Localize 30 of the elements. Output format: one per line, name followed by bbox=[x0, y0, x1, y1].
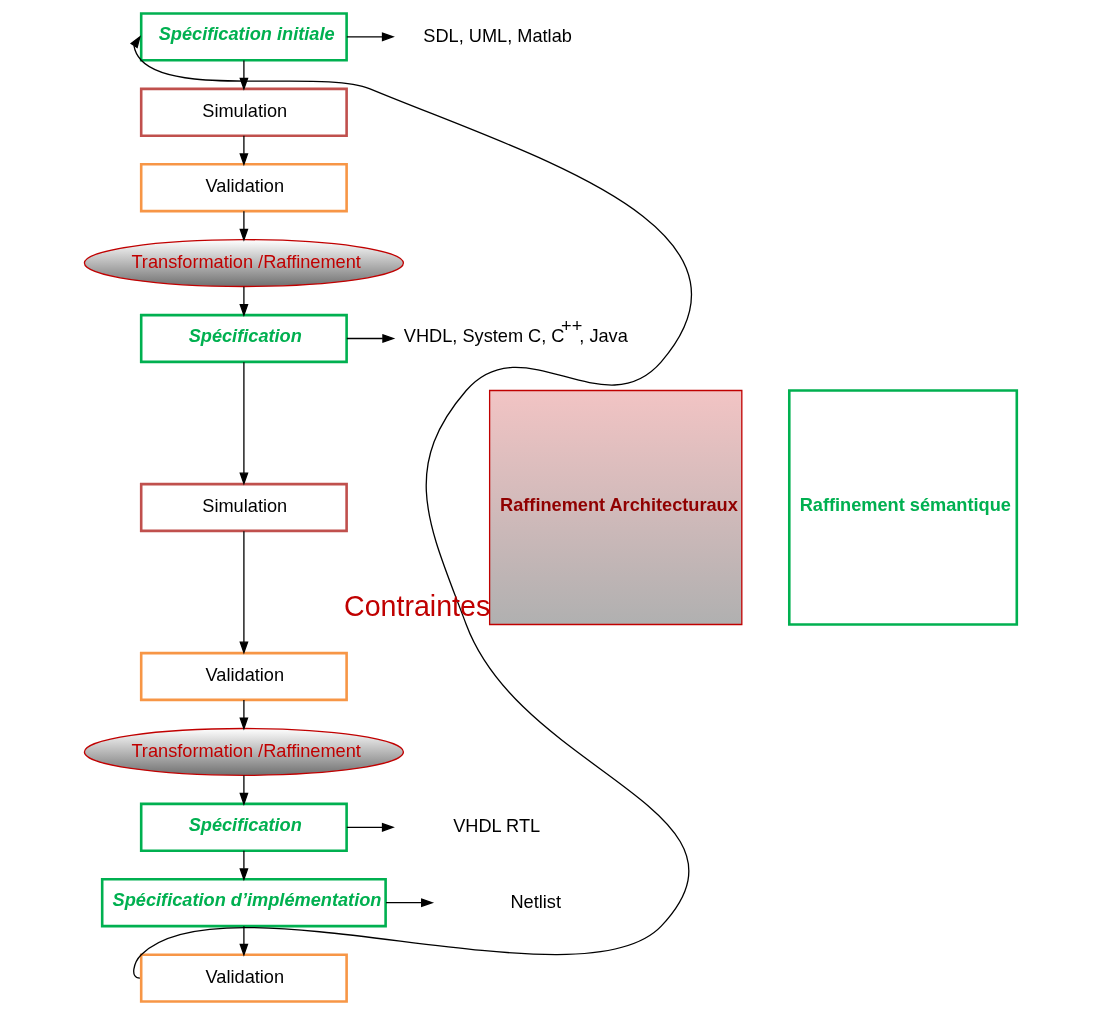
arrow bbox=[238, 925, 248, 957]
arrow bbox=[129, 35, 692, 979]
arrow bbox=[238, 530, 248, 655]
arrow bbox=[345, 822, 395, 832]
arrow bbox=[238, 774, 248, 806]
node-box: Validation bbox=[139, 651, 348, 702]
node-box: Validation bbox=[139, 163, 348, 213]
node-box: Spécification bbox=[139, 313, 348, 364]
node-box: Raffinement Architecturaux bbox=[488, 389, 742, 626]
node-text: SDL, UML, Matlab bbox=[422, 25, 572, 46]
node-box: Validation bbox=[139, 953, 348, 1003]
arrow bbox=[238, 361, 248, 486]
arrow bbox=[238, 699, 248, 731]
node-text: VHDL RTL bbox=[452, 816, 540, 837]
arrow bbox=[238, 850, 248, 882]
node-box: Raffinement sémantique bbox=[787, 389, 1018, 626]
arrow bbox=[238, 210, 248, 242]
node-text: Netlist bbox=[509, 891, 561, 912]
arrow bbox=[238, 286, 248, 318]
node-ellipse: Transformation /Raffinement bbox=[83, 727, 404, 776]
node-box: Spécification d’implémentation bbox=[100, 878, 387, 928]
arrow bbox=[384, 898, 434, 908]
node-box: Simulation bbox=[139, 87, 348, 137]
arrow bbox=[238, 135, 248, 167]
node-box: Spécification initiale bbox=[139, 12, 348, 62]
node-box: Spécification bbox=[139, 802, 348, 852]
node-box: Simulation bbox=[139, 482, 348, 533]
arrow bbox=[345, 32, 395, 42]
node-ellipse: Transformation /Raffinement bbox=[83, 239, 404, 288]
arrow bbox=[345, 333, 395, 344]
